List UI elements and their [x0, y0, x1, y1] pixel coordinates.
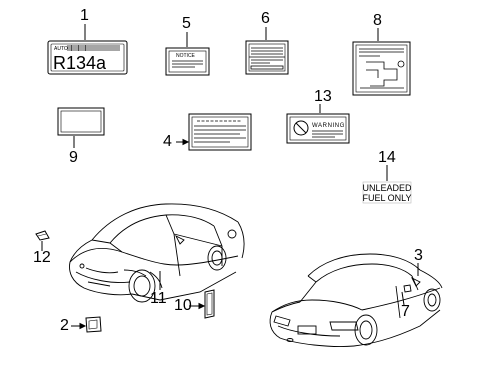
callout-12: 12	[33, 249, 51, 266]
leader-10	[189, 302, 206, 310]
blank-label-9	[57, 107, 105, 136]
tag-10	[204, 289, 215, 319]
callout-5: 5	[182, 15, 191, 32]
callout-13: 13	[314, 88, 332, 105]
callout-8: 8	[373, 12, 382, 29]
front-car	[69, 203, 245, 303]
callout-9: 9	[69, 149, 78, 166]
leader-7	[401, 291, 405, 306]
callout-7: 7	[401, 303, 410, 320]
leader-2	[71, 322, 87, 330]
info-label-6	[245, 40, 289, 75]
fuel-label: UNLEADED FUEL ONLY	[362, 181, 412, 204]
tag-12	[35, 230, 50, 241]
emblem-2	[85, 316, 102, 333]
notice-label: NOTICE	[165, 47, 210, 76]
ac-caution-label	[188, 113, 252, 151]
callout-14: 14	[378, 149, 396, 166]
warning-title-text: WARNING	[312, 123, 345, 129]
warning-label: WARNING	[286, 113, 350, 144]
notice-title-text: NOTICE	[176, 53, 196, 59]
emission-label	[352, 41, 411, 96]
r134a-header-text: AUTO	[54, 46, 68, 52]
callout-10: 10	[174, 297, 192, 314]
leader-4	[176, 138, 190, 146]
callout-1: 1	[80, 7, 89, 24]
callout-11: 11	[150, 290, 167, 307]
callout-4: 4	[163, 133, 172, 150]
callout-2: 2	[60, 317, 69, 334]
callout-6: 6	[261, 10, 270, 27]
r134a-main-text: R134a	[53, 53, 107, 73]
callout-3: 3	[414, 247, 423, 264]
r134a-label: AUTO R134a	[47, 40, 128, 75]
fuel-line2-text: FUEL ONLY	[362, 193, 411, 203]
fuel-line1-text: UNLEADED	[362, 183, 412, 193]
rear-car	[269, 253, 443, 347]
